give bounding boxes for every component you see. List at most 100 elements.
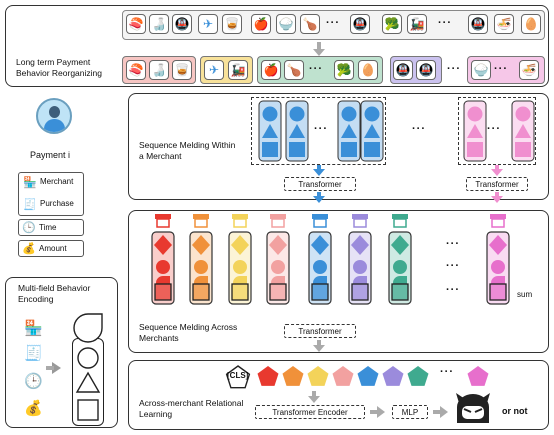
store-icon [156,218,170,228]
merchant-purchase-group [18,172,84,216]
triangle-icon [467,124,483,138]
encoding-panel [5,277,118,428]
triangle-icon [364,124,380,138]
ellipsis: ··· [440,366,454,378]
circle-icon [262,106,278,122]
metro-icon: 🚇 [393,60,413,80]
user-avatar-icon [36,98,72,134]
noodles-icon: 🍜 [519,60,539,80]
arrow-down-icon [313,345,325,352]
store-awning-icon [490,214,506,219]
store-icon [271,218,285,228]
circle-icon [233,260,247,274]
square-icon [467,142,483,157]
merchant-group-pink [458,97,536,165]
triangle-icon [515,124,531,138]
circle-icon [364,106,380,122]
within-tokens [258,100,535,162]
ellipsis: ··· [326,17,340,29]
rice-bowl-icon: 🍚 [471,60,491,80]
diamond-icon [231,235,249,255]
circle-icon [341,106,357,122]
arrow-stem [312,391,316,397]
store-awning-icon [270,214,286,219]
ellipsis: ··· [494,63,508,75]
train-icon: 🚂 [228,60,248,80]
purchase-icon: 🧾 [24,345,43,362]
encoding-shapes [73,313,103,421]
merchant-embedding-pentagon [282,366,304,386]
diamond-icon [192,235,210,255]
bottle-icon: 🍶 [149,60,169,80]
ellipsis: ··· [446,284,460,296]
arrow-stem [317,192,321,197]
store-awning-icon [155,214,171,219]
circle-icon [491,260,505,274]
merchant-field: 🏪 Merchant [20,174,82,191]
triangle-icon [341,124,357,138]
merchant-embedding-pentagon [257,366,279,386]
arrow-down-icon [313,196,325,203]
merchant-embedding-pentagon [307,366,329,386]
circle-icon [313,260,327,274]
cls-token-label: [CLS] [227,371,249,380]
airplane-icon: ✈ [198,14,218,34]
circle-icon [467,106,483,122]
circle-icon [194,260,208,274]
purchase-icon: 🧾 [23,199,37,211]
arrow-stem [370,410,378,414]
relational-label: Across-merchant Relational Learning [139,398,244,419]
circle-icon [271,260,285,274]
triangle-icon [75,371,101,393]
ellipsis: ··· [314,123,328,135]
ellipsis: ··· [438,17,452,29]
time-field: 🕒 Time [18,219,84,236]
reorg-label: Long term Payment Behavior Reorganizing [16,57,102,78]
diamond-icon [311,235,329,255]
ellipsis: ··· [446,260,460,272]
store-awning-icon [232,214,248,219]
fraudster-icon [456,393,490,423]
square-icon [262,142,278,157]
square-icon [489,283,507,301]
noodles-icon: 🍜 [494,14,514,34]
sushi-icon: 🍣 [126,60,146,80]
across-tokens [151,214,510,305]
store-awning-icon [352,214,368,219]
square-icon [154,283,172,301]
triangle-icon [262,124,278,138]
diamond-icon [489,235,507,255]
arrow-down-icon [313,49,325,56]
square-icon [192,283,210,301]
store-icon [393,218,407,228]
circle-icon [515,106,531,122]
metro-icon: 🚇 [172,14,192,34]
merchant-embedding-pentagon [332,366,354,386]
triangle-icon [289,124,305,138]
circle-icon [77,347,99,369]
square-icon [77,399,99,421]
ellipsis: ··· [487,123,501,135]
merchant-label: Merchant [40,177,74,186]
arrow-stem [317,42,321,50]
arrow-down-icon [308,396,320,403]
transformer-box: Transformer [466,177,528,191]
diamond-icon [269,235,287,255]
amount-label: Amount [39,244,67,253]
bottle-icon: 🍶 [149,14,169,34]
airplane-icon: ✈ [204,60,224,80]
square-icon [391,283,409,301]
store-icon [313,218,327,228]
circle-icon [353,260,367,274]
arrow-right-icon [52,362,61,374]
clock-icon: 🕒 [22,222,36,234]
money-bag-icon: 💰 [24,400,43,417]
square-icon [364,142,380,157]
mlp-box: MLP [392,405,428,419]
purchase-label: Purchase [40,199,74,208]
arrow-right-icon [377,406,385,418]
arrow-stem [317,340,321,346]
train-icon: 🚂 [407,14,427,34]
store-icon [233,218,247,228]
